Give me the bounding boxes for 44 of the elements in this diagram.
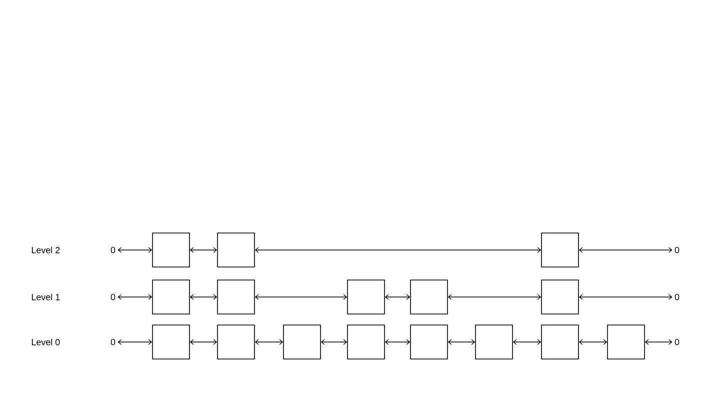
arrow	[254, 247, 542, 253]
list-node-box	[541, 324, 579, 360]
arrow	[254, 294, 348, 300]
list-node-box	[475, 324, 513, 360]
list-node-box	[410, 280, 448, 314]
list-node-box	[541, 280, 579, 314]
arrow	[118, 294, 152, 300]
null-label: 0	[674, 294, 680, 300]
level-label: Level 2	[32, 246, 60, 254]
arrow	[644, 339, 672, 345]
list-node-box	[217, 280, 255, 314]
arrow	[254, 339, 284, 345]
list-node-box	[283, 324, 321, 360]
arrow	[448, 294, 542, 300]
list-node-box	[217, 324, 255, 360]
null-label: 0	[110, 294, 116, 300]
arrow	[578, 294, 672, 300]
list-node-box	[607, 324, 645, 360]
list-node-box	[410, 324, 448, 360]
arrow	[320, 339, 348, 345]
null-label: 0	[110, 246, 116, 254]
arrow	[190, 339, 218, 345]
arrow	[118, 339, 152, 345]
arrow	[448, 339, 476, 345]
level-label: Level 0	[32, 338, 60, 346]
arrow	[190, 247, 218, 253]
list-node-box	[152, 324, 190, 360]
null-label: 0	[674, 338, 680, 346]
arrow	[190, 294, 218, 300]
list-node-box	[347, 280, 385, 314]
null-label: 0	[674, 246, 680, 254]
list-node-box	[152, 280, 190, 314]
arrow	[384, 339, 410, 345]
list-node-box	[152, 232, 190, 268]
list-node-box	[347, 324, 385, 360]
arrow	[384, 294, 410, 300]
arrow	[578, 247, 672, 253]
list-node-box	[541, 232, 579, 268]
arrow	[578, 339, 608, 345]
null-label: 0	[110, 338, 116, 346]
list-node-box	[217, 232, 255, 268]
arrow	[512, 339, 542, 345]
arrow	[118, 247, 152, 253]
level-label: Level 1	[32, 294, 60, 300]
